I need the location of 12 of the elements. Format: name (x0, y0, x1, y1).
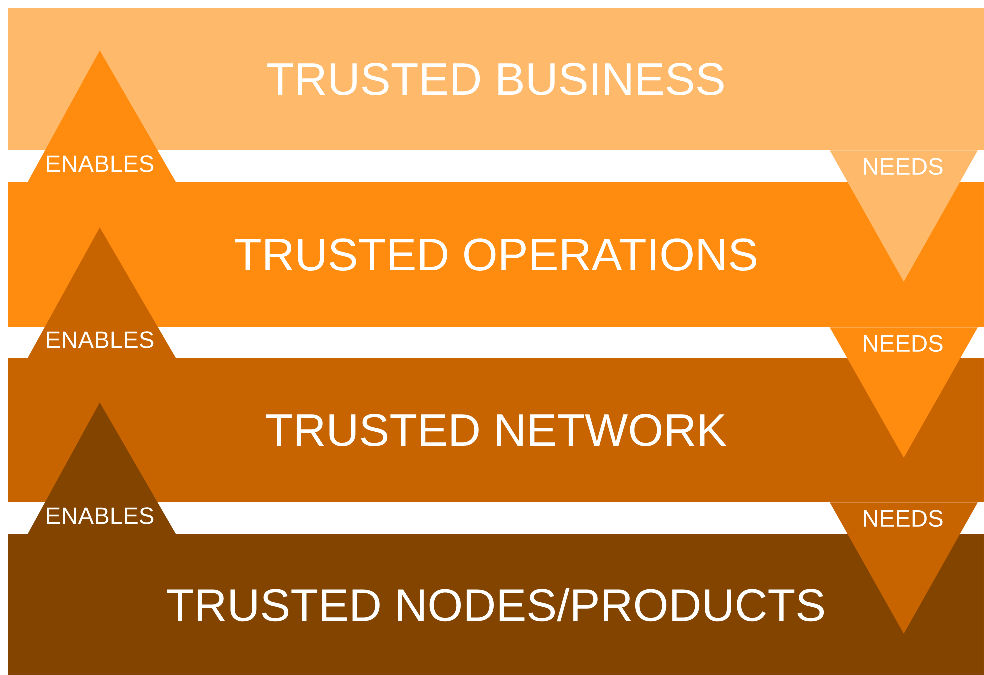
chevron-arrow (830, 328, 978, 458)
edge-label: NEEDS (864, 335, 943, 352)
chevron-arrow (830, 150, 978, 282)
chevron-arrow (28, 50, 176, 182)
chevron-arrow (28, 402, 176, 534)
edge-label: ENABLES (47, 508, 154, 524)
edge-label: NEEDS (864, 510, 943, 528)
edge-label: ENABLES (47, 156, 154, 172)
chevron-arrow (28, 228, 176, 358)
edge-label: NEEDS (864, 158, 943, 176)
edge-label: ENABLES (47, 332, 154, 348)
chevron-arrow (830, 502, 978, 634)
